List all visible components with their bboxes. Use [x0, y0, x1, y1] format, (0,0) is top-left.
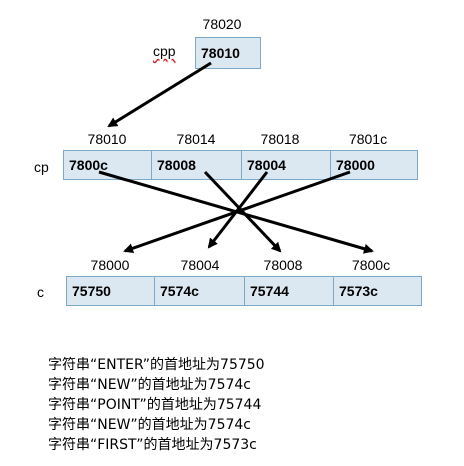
cpp-address: 78020 [202, 16, 242, 32]
arrow-cp0-to-c3 [98, 170, 374, 254]
cp-value-0: 7800c [69, 157, 108, 173]
cp-address-1: 78014 [176, 131, 216, 147]
cp-cell-1: 78008 [151, 150, 242, 180]
c-value-2: 75744 [250, 283, 289, 299]
c-label: c [37, 284, 44, 300]
cp-label: cp [34, 159, 49, 175]
c-address-0: 78000 [90, 257, 130, 273]
cp-value-2: 78004 [247, 157, 286, 173]
c-value-1: 7574c [160, 283, 199, 299]
cp-address-0: 78010 [87, 131, 127, 147]
caption-line-2: 字符串“POINT”的首地址为75744 [48, 397, 262, 413]
caption-list: 字符串“ENTER”的首地址为75750 字符串“NEW”的首地址为7574c … [48, 355, 265, 455]
cp-address-3: 7801c [348, 131, 388, 147]
c-address-1: 78004 [180, 257, 220, 273]
c-address-3: 7800c [351, 257, 391, 273]
cp-cell-0: 7800c [63, 150, 152, 180]
cpp-value: 78010 [201, 45, 240, 61]
arrow-cp3-to-c0 [123, 170, 351, 254]
caption-line-3: 字符串“NEW”的首地址为7574c [48, 417, 251, 433]
cp-cell-2: 78004 [241, 150, 331, 180]
arrow-cp2-to-c1 [207, 171, 269, 249]
cp-value-3: 78000 [336, 157, 375, 173]
arrow-cpp-to-cp0 [107, 61, 212, 128]
cpp-cell: 78010 [195, 37, 261, 69]
caption-line-1: 字符串“NEW”的首地址为7574c [48, 377, 251, 393]
cp-value-1: 78008 [157, 157, 196, 173]
caption-line-0: 字符串“ENTER”的首地址为75750 [48, 357, 265, 373]
c-cell-1: 7574c [154, 276, 245, 306]
c-cell-2: 75744 [244, 276, 334, 306]
c-cell-3: 7573c [333, 276, 422, 306]
c-cell-0: 75750 [66, 276, 155, 306]
cp-address-2: 78018 [260, 131, 300, 147]
c-value-0: 75750 [72, 283, 111, 299]
c-value-3: 7573c [339, 283, 378, 299]
c-address-2: 78008 [263, 257, 303, 273]
caption-line-4: 字符串“FIRST”的首地址为7573c [48, 437, 257, 453]
cp-cell-3: 78000 [330, 150, 418, 180]
arrow-cp1-to-c2 [203, 170, 282, 253]
cpp-label: cpp [153, 43, 176, 59]
